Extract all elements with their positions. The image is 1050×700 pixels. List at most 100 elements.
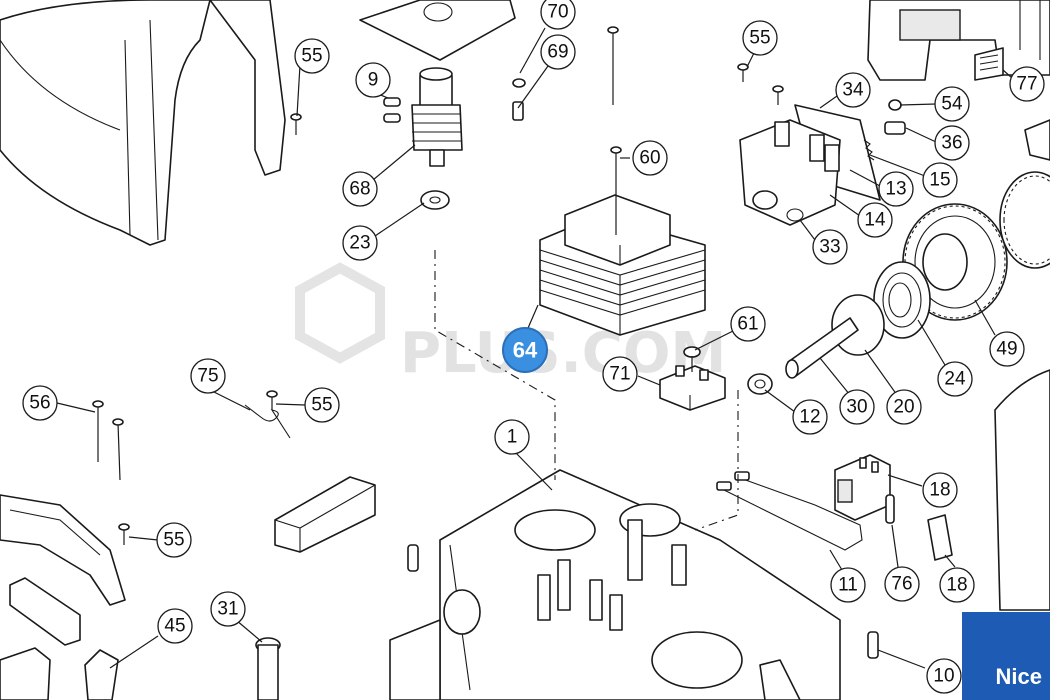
housing-bottom-right-part [759, 659, 801, 700]
svg-text:18: 18 [929, 480, 950, 501]
callout-45: 45 [157, 608, 193, 644]
handle-part [0, 647, 51, 700]
pin-76-part [885, 494, 895, 524]
assembly-line-a [434, 250, 556, 480]
svg-text:71: 71 [609, 364, 630, 385]
svg-text:49: 49 [996, 339, 1017, 360]
callout-13: 13 [878, 171, 914, 207]
callout-75: 75 [190, 358, 226, 394]
svg-text:36: 36 [941, 133, 962, 154]
svg-text:13: 13 [885, 179, 906, 200]
screw-55-b-part [737, 63, 749, 82]
callout-54: 54 [934, 86, 970, 122]
terminal-18-part [834, 454, 891, 521]
bracket-part [9, 577, 81, 646]
washer-23-part [420, 190, 450, 210]
screw-54-part [888, 99, 902, 111]
svg-text:56: 56 [29, 393, 50, 414]
brand-logo-text: Nice [995, 664, 1042, 689]
callout-33: 33 [812, 229, 848, 265]
callout-55-e: 55 [156, 522, 192, 558]
callout-20: 20 [886, 389, 922, 425]
callout-30: 30 [839, 389, 875, 425]
spring-75-part [244, 404, 291, 439]
svg-text:18: 18 [946, 575, 967, 596]
screw-55-a-part [290, 113, 302, 135]
limit-switch-assembly-part [739, 104, 881, 226]
screw-top-part [607, 26, 619, 105]
svg-text:34: 34 [842, 80, 864, 101]
worm-screw-68-part [411, 67, 463, 167]
callout-70: 70 [540, 0, 576, 30]
svg-text:15: 15 [929, 170, 950, 191]
svg-text:70: 70 [547, 2, 568, 23]
svg-text:69: 69 [547, 42, 568, 63]
callout-18-a: 18 [922, 472, 958, 508]
callout-68: 68 [342, 171, 378, 207]
svg-text:55: 55 [301, 46, 322, 67]
callout-12: 12 [792, 399, 828, 435]
callout-10: 10 [926, 658, 962, 694]
callout-55-a: 55 [294, 38, 330, 74]
clip-18-part [927, 514, 953, 561]
base-housing-1-part [389, 469, 841, 700]
callout-23: 23 [342, 225, 378, 261]
callout-60: 60 [632, 140, 668, 176]
svg-text:60: 60 [639, 148, 660, 169]
svg-text:55: 55 [749, 28, 770, 49]
svg-text:1: 1 [507, 427, 518, 448]
svg-text:45: 45 [164, 616, 185, 637]
screw-36-part [884, 121, 906, 135]
svg-text:61: 61 [737, 314, 758, 335]
svg-text:14: 14 [864, 210, 886, 231]
spring-15-part [863, 139, 875, 161]
brand-logo: Nice [962, 612, 1050, 700]
svg-text:9: 9 [368, 70, 379, 91]
washer-70-part [512, 78, 526, 88]
pins-9-part [383, 97, 401, 123]
plate-70-part [359, 0, 516, 61]
callout-9: 9 [355, 62, 391, 98]
transformer-64-part [539, 194, 706, 336]
callout-14: 14 [857, 202, 893, 238]
svg-text:31: 31 [217, 599, 238, 620]
housing-right-part [994, 369, 1050, 611]
shaft-30-part [785, 317, 859, 379]
label-77-part [974, 47, 1004, 81]
bolt-31-part [255, 637, 281, 700]
callout-55-d: 55 [304, 387, 340, 423]
washer-12-part [747, 373, 773, 395]
gear-edge-part [999, 119, 1050, 269]
callout-15: 15 [922, 162, 958, 198]
callout-64-label: 64 [513, 338, 538, 363]
grub-screw-10-part [867, 631, 879, 659]
callout-61: 61 [730, 306, 766, 342]
bearing-24-part [873, 261, 931, 339]
callout-77: 77 [1009, 66, 1045, 102]
callout-55-b: 55 [742, 20, 778, 56]
screw-60-part [610, 146, 622, 235]
callout-11: 11 [830, 567, 866, 603]
svg-text:11: 11 [838, 575, 858, 596]
housing-cover-part [0, 0, 286, 246]
svg-text:23: 23 [349, 233, 370, 254]
svg-text:33: 33 [819, 237, 840, 258]
callout-18-b: 18 [939, 567, 975, 603]
svg-text:77: 77 [1016, 74, 1037, 95]
screws-56-part [92, 400, 124, 481]
screw-69-part [512, 101, 524, 121]
assembly-line-b [694, 390, 739, 531]
svg-text:24: 24 [944, 369, 966, 390]
callout-36: 36 [934, 125, 970, 161]
key-45-part [84, 649, 119, 700]
callout-24: 24 [937, 361, 973, 397]
screw-55-c-part [772, 85, 784, 105]
callout-31: 31 [210, 591, 246, 627]
callout-69: 69 [540, 34, 576, 70]
screw-55-e-part [118, 523, 130, 545]
capacitor-71-part [659, 365, 726, 411]
callout-49: 49 [989, 331, 1025, 367]
callout-76: 76 [884, 566, 920, 602]
callout-64-highlight[interactable]: 64 [502, 327, 548, 373]
